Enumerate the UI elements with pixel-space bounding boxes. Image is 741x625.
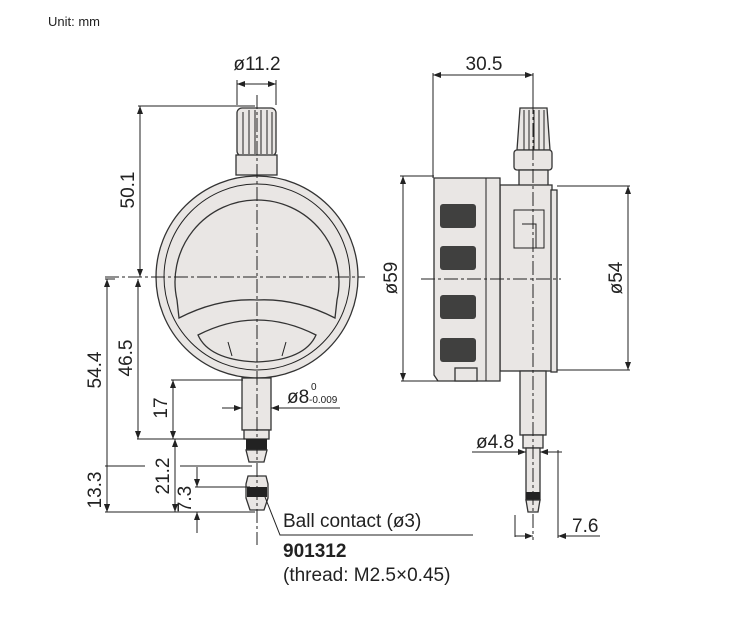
dim-knob-dia: ø11.2	[233, 54, 280, 75]
dim-back-dia: ø54	[606, 261, 627, 294]
dim-contact: 13.3	[85, 472, 106, 509]
side-buttons	[440, 204, 476, 362]
contact-label: Ball contact (ø3)	[283, 511, 421, 532]
dim-ball: 7.3	[175, 486, 196, 512]
dim-stem-dia: ø8	[287, 387, 309, 408]
dim-spindle: 21.2	[153, 458, 174, 495]
front-view	[105, 95, 365, 545]
thread-label: (thread: M2.5×0.45)	[283, 565, 450, 586]
dim-top-height: 50.1	[118, 172, 139, 209]
unit-label: Unit: mm	[48, 14, 100, 29]
dim-depth: 30.5	[466, 54, 503, 75]
dim-total-lower: 54.4	[85, 351, 106, 388]
dim-stem: 17	[151, 397, 172, 418]
back-plate	[550, 189, 558, 373]
side-view	[421, 100, 561, 540]
stem-tol-lower: -0.009	[309, 395, 338, 406]
part-number: 901312	[283, 541, 346, 562]
front-dimensions: ø11.2 50.1 54.4 46.5 17 21.2 13.3 7.3 ø8…	[85, 54, 473, 586]
side-case	[499, 184, 553, 372]
side-dimensions: 30.5 ø59 ø54 ø4.8 7.6	[381, 54, 631, 539]
dim-body-lower: 46.5	[116, 340, 137, 377]
button-panel	[197, 319, 317, 363]
dim-offset: 7.6	[572, 516, 598, 537]
dim-spindle-dia: ø4.8	[476, 432, 514, 453]
stem-tol-upper: 0	[311, 382, 317, 393]
dim-body-dia: ø59	[381, 262, 402, 295]
